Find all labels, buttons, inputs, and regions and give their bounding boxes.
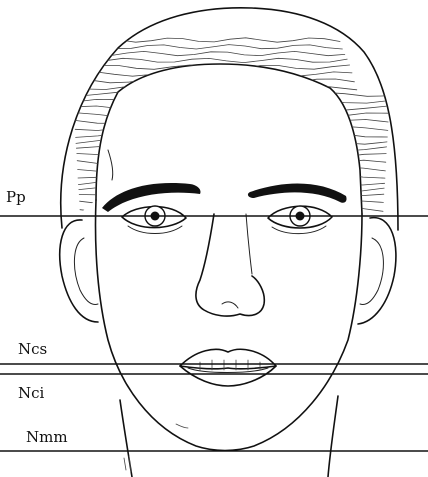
hair-strand [74,113,388,117]
hair-strand [77,154,386,158]
hair [61,8,398,230]
hair-strand [106,58,348,62]
right-eye [268,206,332,234]
hair-strand [74,99,390,103]
mouth [180,349,276,386]
left-eye [122,206,186,234]
hair-strand [115,45,342,49]
hair-strand [77,160,386,164]
hair-strand [75,126,388,130]
neck [120,396,338,477]
hair-strand [110,51,344,55]
hair-strand [76,133,388,137]
label-ncs: Ncs [18,340,47,358]
hair-strand [78,174,385,178]
neck-hatching [124,456,131,472]
right-ear [358,218,396,324]
label-nci: Nci [18,384,45,402]
hair-strand [96,72,352,76]
hair-strand [79,187,384,191]
label-nmm: Nmm [26,428,68,446]
face-outline [96,200,363,451]
hair-strand [76,140,387,144]
hair-strand [74,106,389,110]
left-ear [60,220,98,322]
hair-strand [78,167,386,171]
right-eyebrow [248,183,347,202]
hair-strand [120,38,340,42]
hair-strand [73,92,390,96]
hair-strand [75,120,388,124]
hair-strand [80,208,383,212]
label-pp: Pp [6,188,26,206]
hair-strand [76,147,386,151]
nose [196,214,264,316]
chin-mark [176,424,188,428]
hair-strand [78,181,384,185]
forehead-crease [108,150,113,180]
hair-strand [101,65,350,69]
